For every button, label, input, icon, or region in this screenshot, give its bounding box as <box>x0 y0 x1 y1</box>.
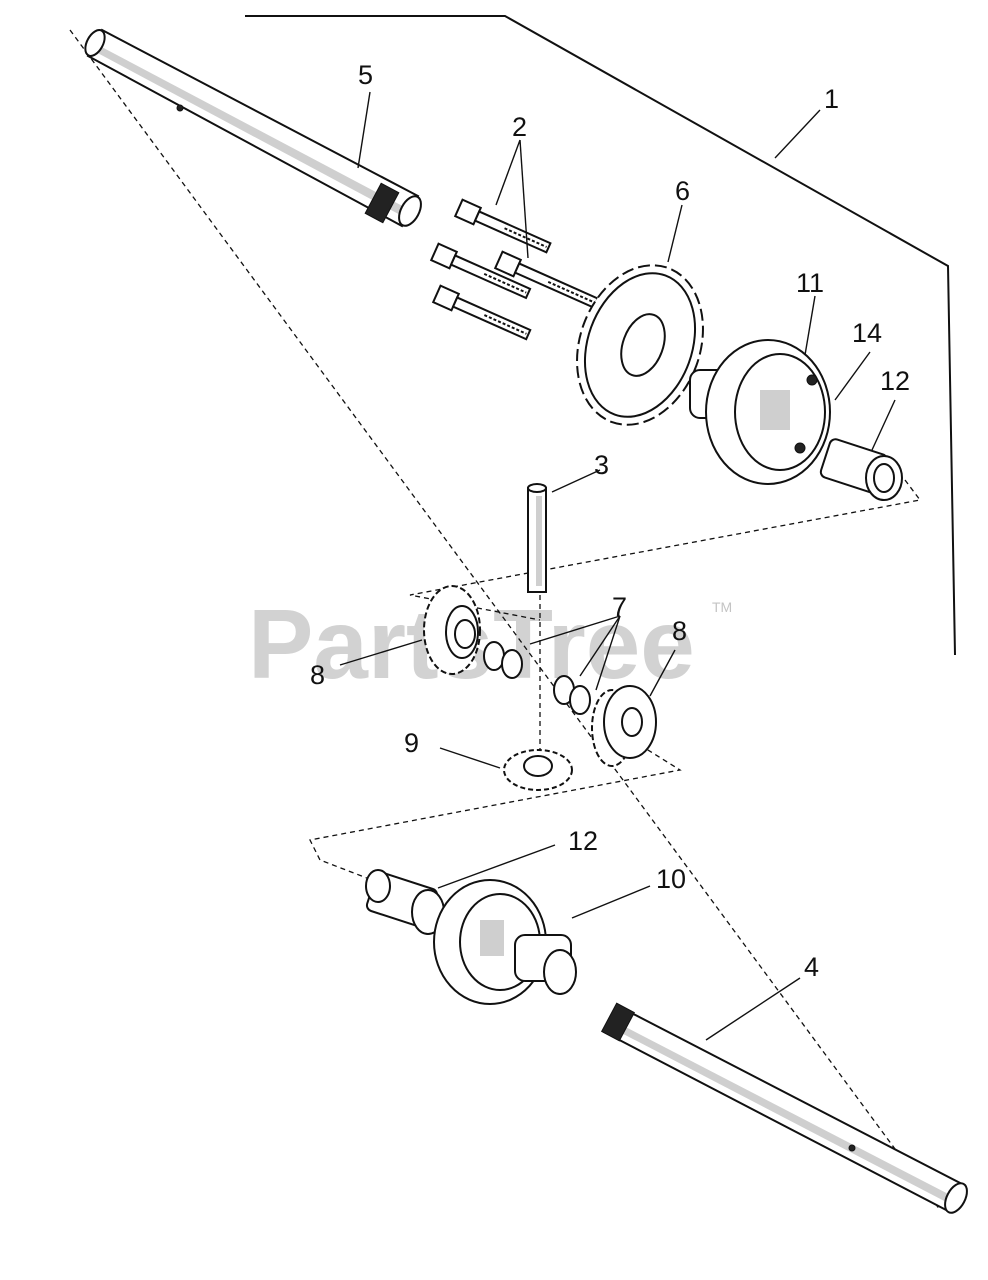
side-gear-left <box>423 585 481 675</box>
callout-10: 10 <box>656 864 686 894</box>
differential-case-right <box>689 339 831 485</box>
side-gear-right <box>591 685 657 767</box>
assembly-bracket <box>245 15 956 656</box>
leader-lines <box>339 91 896 1041</box>
assembly-centerlines <box>69 29 941 1211</box>
callout-12-top: 12 <box>880 366 910 396</box>
trademark-symbol: TM <box>712 599 732 615</box>
spider-gear <box>503 749 573 791</box>
callout-3: 3 <box>594 450 609 480</box>
callout-2: 2 <box>512 112 527 142</box>
callout-8-left: 8 <box>310 660 325 690</box>
callout-7: 7 <box>612 592 627 622</box>
callout-8-right: 8 <box>672 616 687 646</box>
sprocket <box>576 264 704 426</box>
bushing-right <box>819 438 903 501</box>
cross-pin <box>527 483 547 593</box>
bolts <box>429 198 600 341</box>
callout-1: 1 <box>824 84 839 114</box>
callout-9: 9 <box>404 728 419 758</box>
callout-14: 14 <box>852 318 882 348</box>
right-axle-shaft <box>600 1002 968 1214</box>
callout-6: 6 <box>675 176 690 206</box>
callout-4: 4 <box>804 952 819 982</box>
callout-labels: 5 2 1 6 11 14 12 3 7 8 8 9 12 10 4 <box>310 60 910 982</box>
left-axle-shaft <box>84 28 422 228</box>
callout-11: 11 <box>796 268 824 298</box>
callout-5: 5 <box>358 60 373 90</box>
callout-12-bottom: 12 <box>568 826 598 856</box>
differential-case-left <box>433 879 577 1005</box>
thrust-washers <box>483 641 591 715</box>
bushing-left <box>365 869 445 935</box>
